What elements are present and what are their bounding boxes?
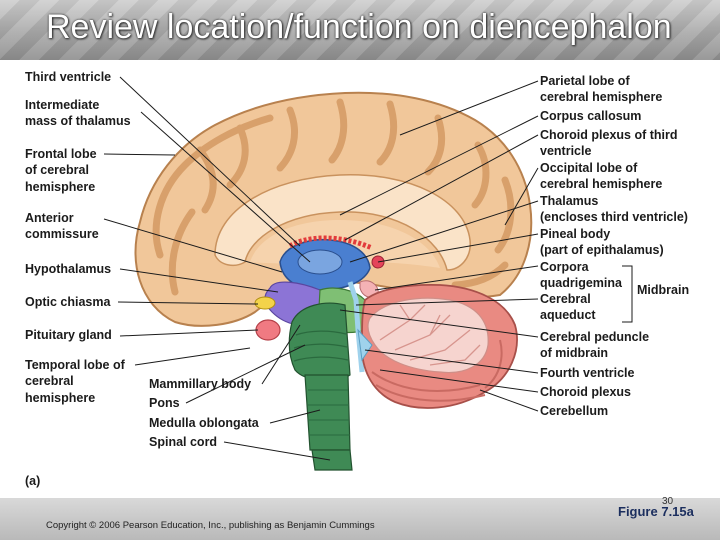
figure-reference: Figure 7.15a bbox=[618, 504, 694, 519]
label-pituitary-gland: Pituitary gland bbox=[25, 328, 112, 342]
pituitary-gland bbox=[255, 319, 281, 341]
label-thalamus-line2: (encloses third ventricle) bbox=[540, 210, 688, 224]
label-pineal-body-line2: (part of epithalamus) bbox=[540, 243, 664, 257]
medulla-striations bbox=[308, 389, 350, 436]
label-cerebral-peduncle-line2: of midbrain bbox=[540, 346, 609, 360]
title-bar-pattern bbox=[0, 0, 720, 60]
slide-title: Review location/function on diencephalon bbox=[46, 8, 672, 46]
label-medulla-oblongata: Medulla oblongata bbox=[149, 416, 259, 430]
label-choroid-plexus-third: Choroid plexus of third bbox=[540, 128, 678, 142]
brain-sagittal-diagram bbox=[103, 76, 633, 471]
gyri bbox=[152, 98, 515, 296]
label-hypothalamus: Hypothalamus bbox=[25, 262, 112, 276]
label-spinal-cord: Spinal cord bbox=[149, 435, 218, 449]
label-anterior-commissure: Anterior bbox=[25, 211, 74, 225]
choroid-plexus-third-ventricle bbox=[288, 235, 374, 251]
panel-label: (a) bbox=[25, 474, 41, 488]
spinal-cord bbox=[311, 449, 353, 471]
pons bbox=[288, 302, 351, 382]
label-frontal-lobe: Frontal lobe bbox=[25, 147, 97, 161]
label-intermediate-mass-line2: mass of thalamus bbox=[25, 114, 131, 128]
label-corpora-quadrigemina-line2: quadrigemina bbox=[540, 276, 622, 290]
label-occipital-lobe: Occipital lobe of bbox=[540, 161, 638, 175]
title-bar bbox=[0, 0, 720, 60]
intermediate-mass bbox=[297, 249, 343, 275]
label-parietal-lobe: Parietal lobe of bbox=[540, 74, 630, 88]
label-temporal-lobe-line2: cerebral bbox=[25, 374, 74, 388]
label-temporal-lobe: Temporal lobe of bbox=[25, 358, 125, 372]
label-pons: Pons bbox=[149, 396, 180, 410]
label-cerebral-peduncle: Cerebral peduncle bbox=[540, 330, 650, 344]
optic-chiasma bbox=[254, 296, 276, 310]
label-temporal-lobe-line3: hemisphere bbox=[25, 391, 96, 405]
cerebral-aqueduct bbox=[347, 281, 365, 373]
copyright-text: Copyright © 2006 Pearson Education, Inc.… bbox=[46, 520, 375, 531]
pons-striations bbox=[293, 330, 349, 362]
page-number: 30 bbox=[662, 496, 674, 507]
label-thalamus: Thalamus bbox=[540, 194, 599, 208]
label-parietal-lobe-line2: cerebral hemisphere bbox=[540, 90, 663, 104]
label-frontal-lobe-line2: of cerebral bbox=[25, 163, 89, 177]
label-cerebellum: Cerebellum bbox=[540, 404, 609, 418]
label-choroid-plexus: Choroid plexus bbox=[540, 385, 631, 399]
label-pineal-body: Pineal body bbox=[540, 227, 611, 241]
label-mammillary-body: Mammillary body bbox=[149, 377, 252, 391]
label-intermediate-mass: Intermediate bbox=[25, 98, 100, 112]
label-cerebral-aqueduct: Cerebral bbox=[540, 292, 591, 306]
label-corpora-quadrigemina: Corpora bbox=[540, 260, 589, 274]
arbor-vitae-branches bbox=[379, 304, 481, 366]
footer-bar bbox=[0, 498, 720, 540]
label-optic-chiasma: Optic chiasma bbox=[25, 295, 111, 309]
corpus-callosum bbox=[214, 174, 471, 271]
label-frontal-lobe-line3: hemisphere bbox=[25, 180, 96, 194]
label-choroid-plexus-third-line2: ventricle bbox=[540, 144, 592, 158]
leader-lines bbox=[103, 76, 633, 461]
label-cerebral-aqueduct-line2: aqueduct bbox=[540, 308, 596, 322]
label-anterior-commissure-line2: commissure bbox=[25, 227, 99, 241]
fourth-ventricle bbox=[357, 328, 373, 362]
label-third-ventricle: Third ventricle bbox=[25, 70, 112, 84]
label-fourth-ventricle: Fourth ventricle bbox=[540, 366, 635, 380]
label-midbrain: Midbrain bbox=[637, 283, 690, 297]
label-corpus-callosum: Corpus callosum bbox=[540, 109, 642, 123]
label-occipital-lobe-line2: cerebral hemisphere bbox=[540, 177, 663, 191]
